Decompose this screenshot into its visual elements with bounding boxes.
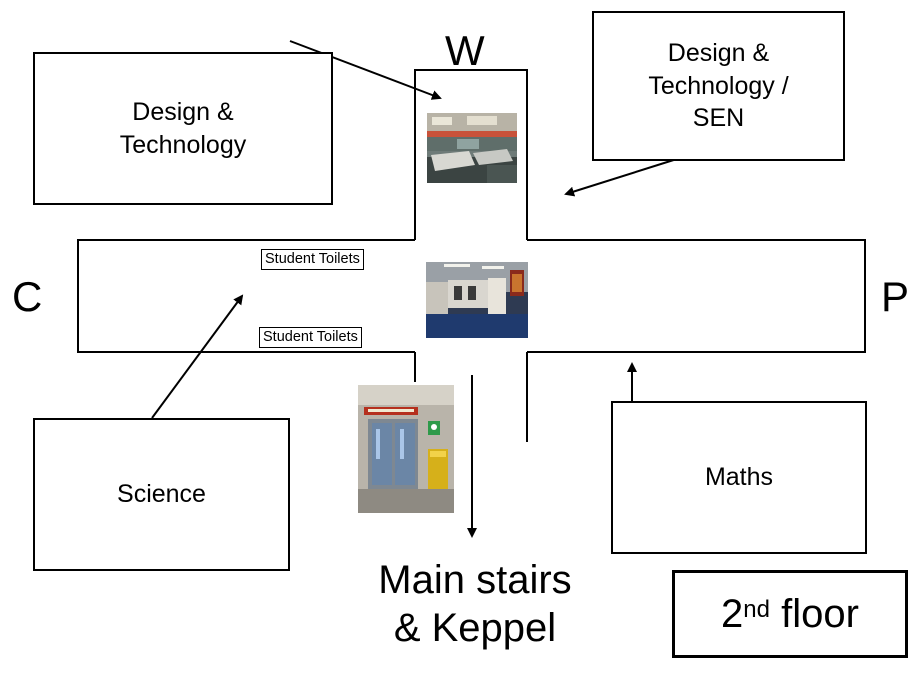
room-maths: Maths bbox=[611, 401, 867, 554]
student-toilets-lower-label: Student Toilets bbox=[259, 327, 362, 349]
room-science: Science bbox=[33, 418, 290, 571]
stair-doors-photo bbox=[358, 385, 454, 513]
corridor-outline bbox=[77, 69, 866, 442]
floor-number: 2 bbox=[721, 591, 744, 636]
room-design-technology-sen-label: Design & Technology / SEN bbox=[648, 39, 789, 133]
room-design-technology-label: Design & Technology bbox=[119, 98, 247, 159]
room-science-label: Science bbox=[117, 480, 206, 509]
room-maths-label: Maths bbox=[704, 463, 774, 492]
room-design-technology: Design & Technology bbox=[33, 52, 333, 205]
design-technology-sen-arrow bbox=[564, 157, 681, 197]
horizontal-corridor-wall bbox=[77, 239, 866, 353]
room-design-technology-sen: Design & Technology / SEN bbox=[592, 11, 845, 161]
student-toilets-upper-label: Student Toilets bbox=[261, 249, 364, 271]
floor-ordinal-suffix: nd bbox=[743, 596, 770, 623]
classroom-photo bbox=[427, 113, 517, 183]
arrows bbox=[151, 40, 681, 538]
science-arrow bbox=[151, 294, 244, 419]
main-stairs-label: Main stairs & Keppel bbox=[378, 558, 572, 650]
compass-west-label: C bbox=[12, 273, 43, 320]
floor-word: floor bbox=[770, 591, 859, 636]
design-technology-arrow bbox=[289, 40, 442, 100]
compass-east-label: P bbox=[881, 273, 910, 320]
compass-north-label: W bbox=[445, 27, 485, 74]
north-corridor-wall bbox=[414, 69, 528, 240]
corridor-photo bbox=[426, 262, 528, 338]
